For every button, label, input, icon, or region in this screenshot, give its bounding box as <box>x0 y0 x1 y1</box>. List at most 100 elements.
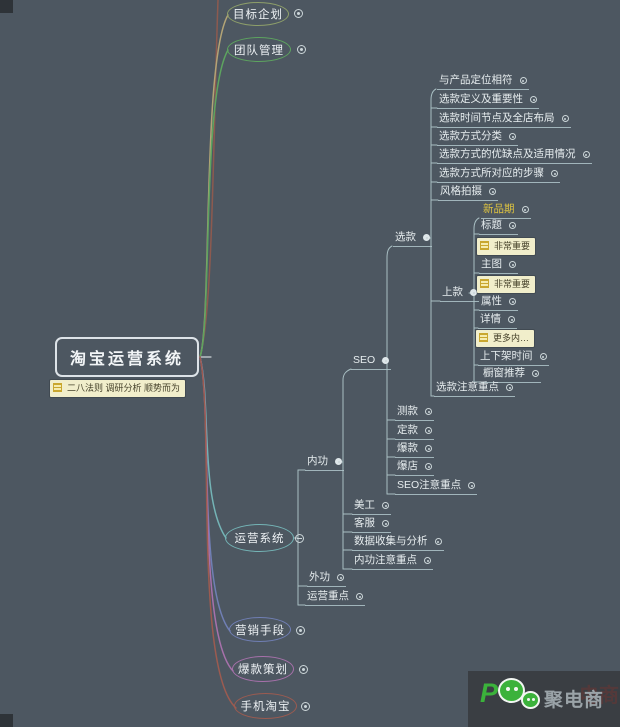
topic-label: SEO注意重点 <box>397 479 462 491</box>
branch-label: 团队管理 <box>234 44 284 57</box>
topic-node-d2[interactable]: 标题 <box>479 218 518 235</box>
note-text: 非常重要 <box>494 241 531 251</box>
expand-collapse-icon[interactable] <box>532 370 539 377</box>
topic-label: 外功 <box>309 571 330 583</box>
topic-node-shangkuan[interactable]: 上款 <box>440 285 479 302</box>
branch-node-goal[interactable]: 目标企划 <box>227 2 289 26</box>
topic-node-d6[interactable]: 上下架时间 <box>478 349 549 366</box>
topic-node-seo[interactable]: SEO <box>351 353 392 370</box>
topic-node-s2[interactable]: 定款 <box>395 423 434 440</box>
topic-node-n4[interactable]: 内功注意重点 <box>352 553 433 570</box>
expand-collapse-icon[interactable] <box>434 538 442 545</box>
expand-collapse-icon[interactable] <box>561 115 569 122</box>
expand-collapse-icon[interactable] <box>425 463 432 470</box>
expand-collapse-icon[interactable] <box>521 206 529 213</box>
expand-collapse-icon[interactable] <box>470 289 477 296</box>
topic-node-c5[interactable]: 选款方式的优缺点及适用情况 <box>437 147 592 164</box>
expand-collapse-icon[interactable] <box>509 298 516 305</box>
note-text: 非常重要 <box>494 279 531 289</box>
expand-collapse-icon[interactable] <box>509 222 516 229</box>
topic-node-d5[interactable]: 详情 <box>478 312 517 329</box>
expand-collapse-icon[interactable] <box>506 384 513 391</box>
watermark-letter: P <box>480 678 499 708</box>
branch-node-marketing[interactable]: 营销手段 <box>229 617 291 642</box>
topic-node-c2[interactable]: 选款定义及重要性 <box>437 92 539 109</box>
expand-collapse-icon[interactable] <box>468 482 476 489</box>
watermark-shadow-text: 电商 <box>579 685 619 707</box>
note-icon <box>479 333 488 342</box>
topic-label: 内功注意重点 <box>354 554 417 566</box>
expand-collapse-icon[interactable] <box>356 593 363 600</box>
label-note-d5[interactable]: 更多内… <box>476 330 535 347</box>
topic-node-s3[interactable]: 爆款 <box>395 441 434 458</box>
wechat-watermark: 电商 P 聚电商 <box>468 671 620 727</box>
topic-label: 定款 <box>397 424 418 436</box>
label-note-d3[interactable]: 非常重要 <box>477 276 536 293</box>
expand-collapse-icon[interactable] <box>425 408 432 415</box>
topic-node-c8[interactable]: 选款注意重点 <box>434 380 515 397</box>
topic-node-c6[interactable]: 选款方式所对应的步骤 <box>437 166 560 183</box>
topic-node-s4[interactable]: 爆店 <box>395 459 434 476</box>
topic-node-s5[interactable]: SEO注意重点 <box>395 478 478 495</box>
topic-node-n2[interactable]: 客服 <box>352 516 391 533</box>
expand-collapse-icon[interactable] <box>294 9 303 18</box>
expand-collapse-icon[interactable] <box>509 133 516 140</box>
expand-collapse-icon[interactable] <box>582 151 590 158</box>
expand-collapse-icon[interactable] <box>425 445 432 452</box>
expand-collapse-icon[interactable] <box>296 626 305 635</box>
expand-collapse-icon[interactable] <box>382 520 389 527</box>
expand-collapse-icon[interactable] <box>297 45 306 54</box>
topic-label: 选款方式分类 <box>439 130 502 142</box>
label-note-d2[interactable]: 非常重要 <box>477 238 536 255</box>
topic-node-d3[interactable]: 主图 <box>479 257 518 274</box>
corner-mark <box>0 0 13 13</box>
root-label-note[interactable]: 二八法则 调研分析 顺势而为 <box>50 380 186 397</box>
expand-collapse-icon[interactable] <box>337 574 344 581</box>
expand-collapse-icon[interactable] <box>299 665 308 674</box>
topic-node-n1[interactable]: 美工 <box>352 498 391 515</box>
branch-node-mobile[interactable]: 手机淘宝 <box>234 693 297 719</box>
branch-label: 运营系统 <box>234 533 285 545</box>
topic-label: 选款注意重点 <box>436 381 499 393</box>
topic-label: 美工 <box>354 499 375 511</box>
topic-label: 主图 <box>481 258 502 270</box>
expand-collapse-icon[interactable] <box>301 702 310 711</box>
topic-node-n3[interactable]: 数据收集与分析 <box>352 534 444 551</box>
expand-collapse-icon[interactable] <box>530 96 537 103</box>
expand-collapse-icon[interactable] <box>551 170 558 177</box>
branch-label: 营销手段 <box>235 624 285 637</box>
expand-collapse-icon[interactable] <box>425 427 432 434</box>
expand-collapse-icon[interactable] <box>335 458 342 465</box>
topic-node-xuankuan[interactable]: 选款 <box>393 230 432 247</box>
expand-collapse-icon[interactable] <box>382 502 389 509</box>
root-note-text: 二八法则 调研分析 顺势而为 <box>67 383 181 393</box>
topic-node-c1[interactable]: 与产品定位相符 <box>437 73 529 90</box>
branch-label: 手机淘宝 <box>240 701 291 713</box>
expand-collapse-icon[interactable] <box>509 261 516 268</box>
collapse-icon[interactable] <box>295 534 304 543</box>
expand-collapse-icon[interactable] <box>508 316 515 323</box>
topic-node-s1[interactable]: 测款 <box>395 404 434 421</box>
expand-collapse-icon[interactable] <box>382 357 390 364</box>
topic-node-opskey[interactable]: 运营重点 <box>305 589 365 606</box>
branch-node-team[interactable]: 团队管理 <box>227 37 291 62</box>
note-text: 更多内… <box>493 333 530 343</box>
topic-node-waigong[interactable]: 外功 <box>307 570 346 587</box>
expand-collapse-icon[interactable] <box>423 234 430 241</box>
central-topic-node[interactable]: 淘宝运营系统 <box>55 337 199 377</box>
branch-node-hot[interactable]: 爆款策划 <box>232 656 294 682</box>
topic-node-neigong[interactable]: 内功 <box>305 454 344 471</box>
topic-node-c4[interactable]: 选款方式分类 <box>437 129 518 146</box>
expand-collapse-icon[interactable] <box>489 188 496 195</box>
topic-node-d1[interactable]: 新品期 <box>481 202 531 219</box>
expand-collapse-icon[interactable] <box>424 557 431 564</box>
topic-node-d7[interactable]: 橱窗推荐 <box>481 366 541 383</box>
expand-collapse-icon[interactable] <box>519 77 527 84</box>
topic-node-c7[interactable]: 风格拍摄 <box>438 184 498 201</box>
expand-collapse-icon[interactable] <box>539 353 547 360</box>
branch-node-ops[interactable]: 运营系统 <box>225 524 294 552</box>
topic-node-d4[interactable]: 属性 <box>479 294 518 311</box>
topic-node-c3[interactable]: 选款时间节点及全店布局 <box>437 111 571 128</box>
